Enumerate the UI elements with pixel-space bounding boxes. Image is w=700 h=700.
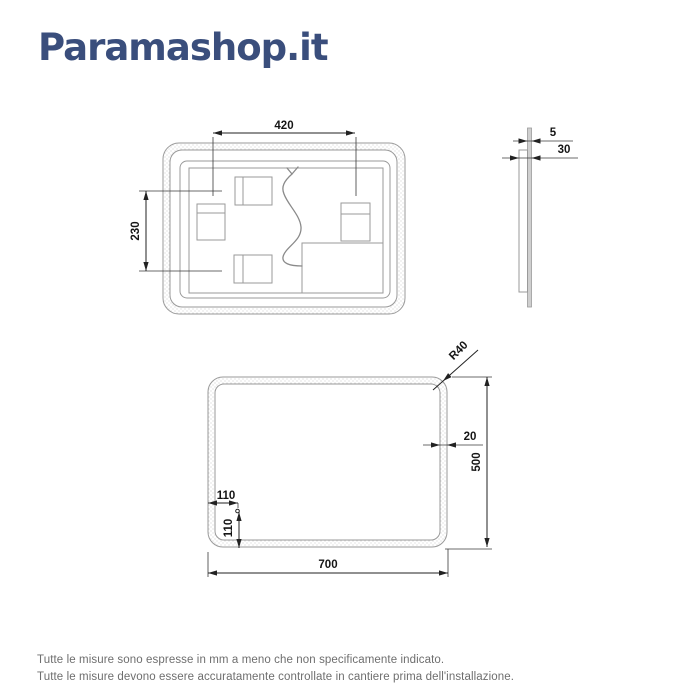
dim-glass-thickness: 5	[513, 127, 573, 144]
dim-depth: 30	[502, 144, 578, 161]
mirror-front-outline	[207, 376, 448, 548]
dim-hanger-vertical: 230	[130, 190, 222, 272]
svg-text:110: 110	[223, 519, 235, 538]
side-view-drawing: 5 30	[502, 127, 578, 308]
hanger-bracket-bottom	[233, 254, 273, 284]
hanger-bracket-right	[340, 202, 371, 242]
frame-profile	[518, 149, 528, 293]
svg-text:5: 5	[550, 127, 557, 139]
driver-box	[301, 242, 384, 294]
paramashop-logo: Paramashop.it	[38, 26, 329, 69]
footer-note-1: Tutte le misure sono espresse in mm a me…	[37, 654, 445, 666]
back-view-drawing: 420 230	[130, 120, 406, 315]
dim-height: 500	[445, 376, 492, 550]
svg-text:500: 500	[471, 452, 483, 471]
dim-width: 700	[207, 549, 449, 577]
dim-hanger-spacing: 420	[212, 120, 357, 196]
svg-text:30: 30	[558, 144, 571, 156]
power-cable	[282, 166, 303, 267]
svg-text:700: 700	[318, 559, 337, 571]
dim-band-width: 20	[423, 431, 483, 448]
svg-text:110: 110	[217, 490, 236, 502]
dim-sensor-y: 110	[223, 512, 242, 548]
measurement-notes: Tutte le misure sono espresse in mm a me…	[37, 652, 514, 685]
hanger-bracket-left	[196, 203, 226, 241]
hanger-bracket-top	[234, 176, 273, 206]
front-view-drawing: R40 20 500 110	[207, 339, 492, 577]
touch-sensor-dot	[235, 508, 240, 514]
dim-sensor-x: 110	[208, 490, 239, 508]
footer-note-2: Tutte le misure devono essere accuratame…	[37, 670, 515, 683]
glass-panel	[527, 127, 532, 308]
svg-text:420: 420	[274, 120, 293, 132]
svg-text:230: 230	[130, 221, 142, 240]
svg-text:20: 20	[464, 431, 477, 443]
